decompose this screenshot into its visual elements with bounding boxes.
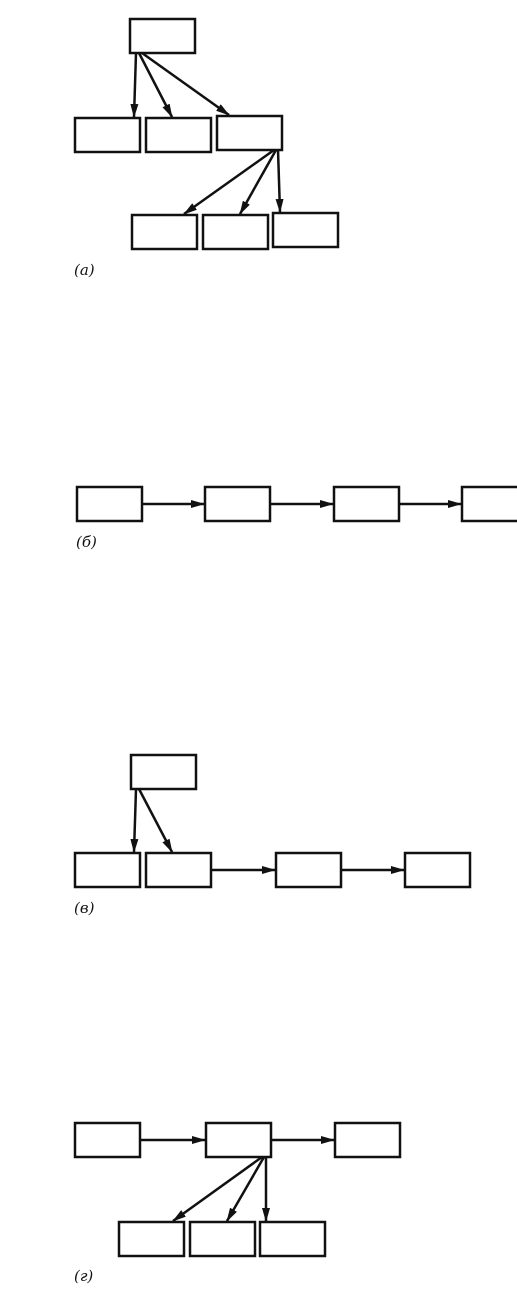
panel-a-level2-box-1	[130, 213, 199, 251]
panel-v-box-2	[144, 851, 213, 889]
panel-g-arrow-2-to-child-1	[172, 1155, 263, 1223]
panel-a-diagram	[73, 17, 340, 251]
panel-g-child-box-3	[258, 1220, 327, 1258]
panel-a-level2-box-3	[271, 211, 340, 249]
panel-a-arrow-3-to-child-3	[275, 149, 284, 213]
panel-g-box-1	[73, 1121, 142, 1159]
panel-a-arrow-3-to-child-1	[183, 148, 275, 216]
panel-a-root-box	[128, 17, 197, 55]
panel-b-box-2	[203, 485, 272, 523]
panel-b-label: (б)	[76, 533, 97, 551]
panel-a-level1-box-1	[73, 116, 142, 154]
panel-b-box-3	[332, 485, 401, 523]
panel-v-arrow-root-to-2	[137, 788, 174, 853]
panel-v-diagram	[73, 753, 472, 889]
panel-v-root-box	[129, 753, 198, 791]
panel-a-level1-box-3	[215, 114, 284, 152]
panel-v-box-1	[73, 851, 142, 889]
panel-b-box-4	[460, 485, 517, 523]
panel-g-diagram	[73, 1121, 402, 1258]
panel-v-label: (в)	[74, 899, 95, 917]
panel-a-label: (а)	[74, 261, 95, 279]
panel-b-diagram	[75, 485, 517, 523]
panel-v-box-4	[403, 851, 472, 889]
panel-a-arrow-root-to-2	[137, 52, 174, 118]
panel-g-child-box-1	[117, 1220, 186, 1258]
panel-g-arrow-2-to-child-2	[225, 1156, 266, 1222]
panel-a-arrow-3-to-child-2	[238, 149, 278, 215]
panel-a-arrow-root-to-1	[130, 52, 139, 118]
panel-v-arrow-root-to-1	[130, 788, 139, 853]
panel-g-label: (г)	[74, 1267, 94, 1285]
panel-g-box-2	[204, 1121, 273, 1159]
panel-a-level1-box-2	[144, 116, 213, 154]
panel-a-level2-box-2	[201, 213, 270, 251]
panel-g-child-box-2	[188, 1220, 257, 1258]
panel-b-box-1	[75, 485, 144, 523]
panel-g-box-3	[333, 1121, 402, 1159]
panel-v-box-3	[274, 851, 343, 889]
panel-a-arrow-root-to-3	[141, 51, 230, 117]
